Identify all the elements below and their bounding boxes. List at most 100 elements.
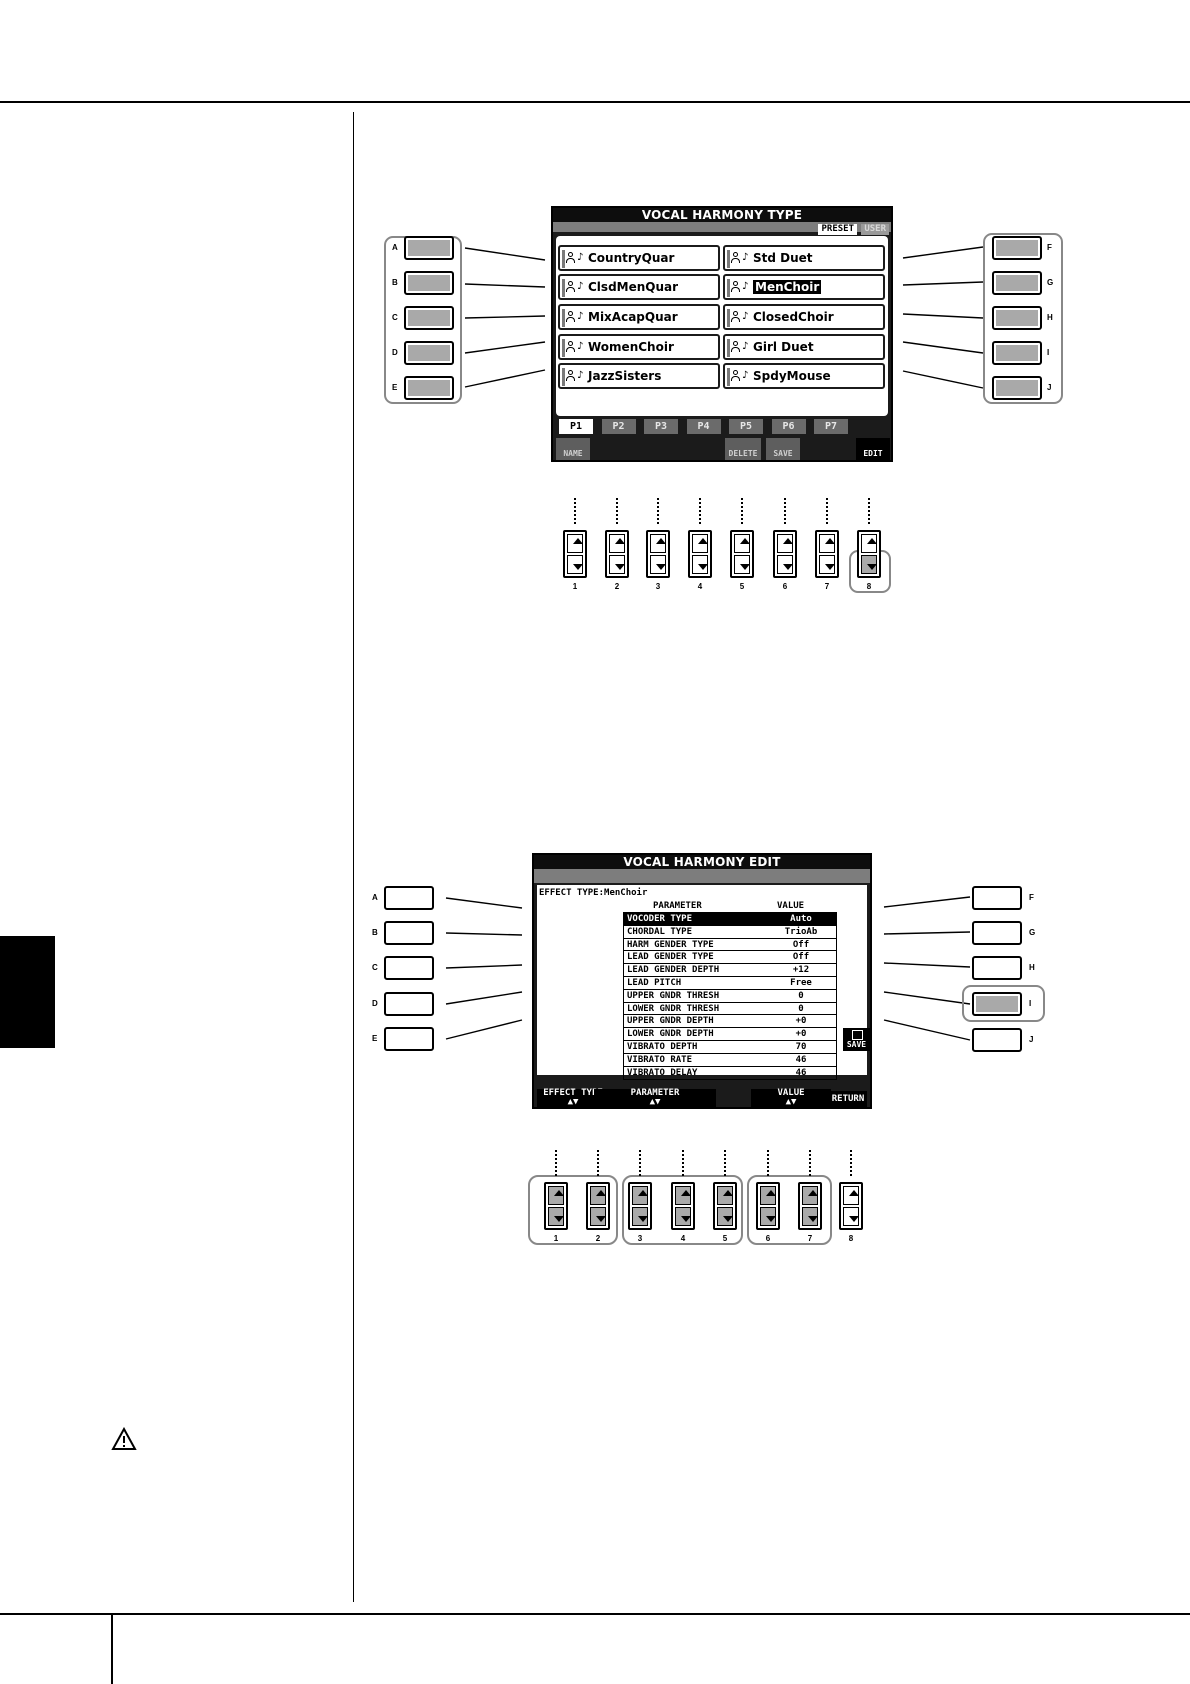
button-c[interactable] <box>404 306 454 330</box>
tab-p1[interactable]: P1 <box>559 419 593 434</box>
button-5-updown[interactable] <box>730 530 754 578</box>
down-arrow-icon[interactable] <box>760 1207 776 1226</box>
up-arrow-icon[interactable] <box>777 534 793 553</box>
button-2-updown[interactable] <box>586 1182 610 1230</box>
down-arrow-icon[interactable] <box>609 555 625 574</box>
tab-p6[interactable]: P6 <box>771 419 806 434</box>
tab-preset[interactable]: PRESET <box>818 224 857 235</box>
up-arrow-icon[interactable] <box>734 534 750 553</box>
tab-user[interactable]: USER <box>861 224 889 235</box>
down-arrow-icon[interactable] <box>632 1207 648 1226</box>
voice-left-2[interactable]: ♪ClsdMenQuar <box>558 274 720 300</box>
up-arrow-icon[interactable] <box>760 1186 776 1205</box>
down-arrow-icon[interactable] <box>734 555 750 574</box>
button-6-updown[interactable] <box>773 530 797 578</box>
save-button[interactable]: SAVE <box>843 1028 870 1051</box>
return-button[interactable]: RETURN <box>829 1091 867 1107</box>
button-5-updown[interactable] <box>713 1182 737 1230</box>
up-arrow-icon[interactable] <box>843 1186 859 1205</box>
down-arrow-icon[interactable] <box>777 555 793 574</box>
up-arrow-icon[interactable] <box>802 1186 818 1205</box>
tab-p2[interactable]: P2 <box>601 419 636 434</box>
tab-p5[interactable]: P5 <box>729 419 763 434</box>
button-h[interactable] <box>972 956 1022 980</box>
up-arrow-icon[interactable] <box>632 1186 648 1205</box>
tab-p3[interactable]: P3 <box>644 419 678 434</box>
button-h[interactable] <box>992 306 1042 330</box>
value-selector[interactable]: VALUE▲▼ <box>751 1089 831 1107</box>
button-7-updown[interactable] <box>798 1182 822 1230</box>
button-f[interactable] <box>972 886 1022 910</box>
button-a[interactable] <box>384 886 434 910</box>
button-1-updown[interactable] <box>544 1182 568 1230</box>
voice-right-5[interactable]: ♪SpdyMouse <box>723 363 885 389</box>
button-7-updown[interactable] <box>815 530 839 578</box>
voice-left-3[interactable]: ♪MixAcapQuar <box>558 304 720 330</box>
button-f[interactable] <box>992 236 1042 260</box>
button-8-updown[interactable] <box>857 530 881 578</box>
button-4-updown[interactable] <box>688 530 712 578</box>
down-arrow-icon[interactable] <box>861 555 877 574</box>
button-8-updown[interactable] <box>839 1182 863 1230</box>
button-i[interactable] <box>972 992 1022 1016</box>
up-arrow-icon[interactable] <box>861 534 877 553</box>
button-g[interactable] <box>992 271 1042 295</box>
down-arrow-icon[interactable] <box>650 555 666 574</box>
down-arrow-icon[interactable] <box>548 1207 564 1226</box>
button-d[interactable] <box>384 992 434 1016</box>
button-g[interactable] <box>972 921 1022 945</box>
param-row[interactable]: LEAD GENDER DEPTH+12 <box>624 964 836 977</box>
voice-right-3[interactable]: ♪ClosedChoir <box>723 304 885 330</box>
button-a[interactable] <box>404 236 454 260</box>
down-arrow-icon[interactable] <box>590 1207 606 1226</box>
voice-left-4[interactable]: ♪WomenChoir <box>558 334 720 360</box>
up-arrow-icon[interactable] <box>548 1186 564 1205</box>
button-3-updown[interactable] <box>646 530 670 578</box>
button-1-updown[interactable] <box>563 530 587 578</box>
tab-p7[interactable]: P7 <box>814 419 848 434</box>
param-row[interactable]: UPPER GNDR DEPTH+0 <box>624 1015 836 1029</box>
name-button[interactable]: NAME <box>556 438 590 460</box>
tab-p4[interactable]: P4 <box>686 419 721 434</box>
down-arrow-icon[interactable] <box>717 1207 733 1226</box>
delete-button[interactable]: DELETE <box>725 438 761 460</box>
up-arrow-icon[interactable] <box>609 534 625 553</box>
voice-left-5[interactable]: ♪JazzSisters <box>558 363 720 389</box>
effect-type-selector[interactable]: EFFECT TYPE▲▼ <box>537 1089 609 1107</box>
up-arrow-icon[interactable] <box>590 1186 606 1205</box>
button-j[interactable] <box>992 376 1042 400</box>
up-arrow-icon[interactable] <box>650 534 666 553</box>
edit-button[interactable]: EDIT <box>856 438 890 460</box>
up-arrow-icon[interactable] <box>717 1186 733 1205</box>
button-3-updown[interactable] <box>628 1182 652 1230</box>
button-2-updown[interactable] <box>605 530 629 578</box>
button-b[interactable] <box>404 271 454 295</box>
down-arrow-icon[interactable] <box>692 555 708 574</box>
parameter-selector[interactable]: PARAMETER▲▼ <box>594 1089 716 1107</box>
button-e[interactable] <box>404 376 454 400</box>
button-6-updown[interactable] <box>756 1182 780 1230</box>
down-arrow-icon[interactable] <box>567 555 583 574</box>
down-arrow-icon[interactable] <box>819 555 835 574</box>
voice-right-1[interactable]: ♪Std Duet <box>723 245 885 271</box>
button-j[interactable] <box>972 1028 1022 1052</box>
button-c[interactable] <box>384 956 434 980</box>
up-arrow-icon[interactable] <box>675 1186 691 1205</box>
button-4-updown[interactable] <box>671 1182 695 1230</box>
voice-right-2[interactable]: ♪MenChoir <box>723 274 885 300</box>
button-e[interactable] <box>384 1027 434 1051</box>
voice-left-1[interactable]: ♪CountryQuar <box>558 245 720 271</box>
up-arrow-icon[interactable] <box>567 534 583 553</box>
save-button[interactable]: SAVE <box>766 438 800 460</box>
up-arrow-icon[interactable] <box>819 534 835 553</box>
